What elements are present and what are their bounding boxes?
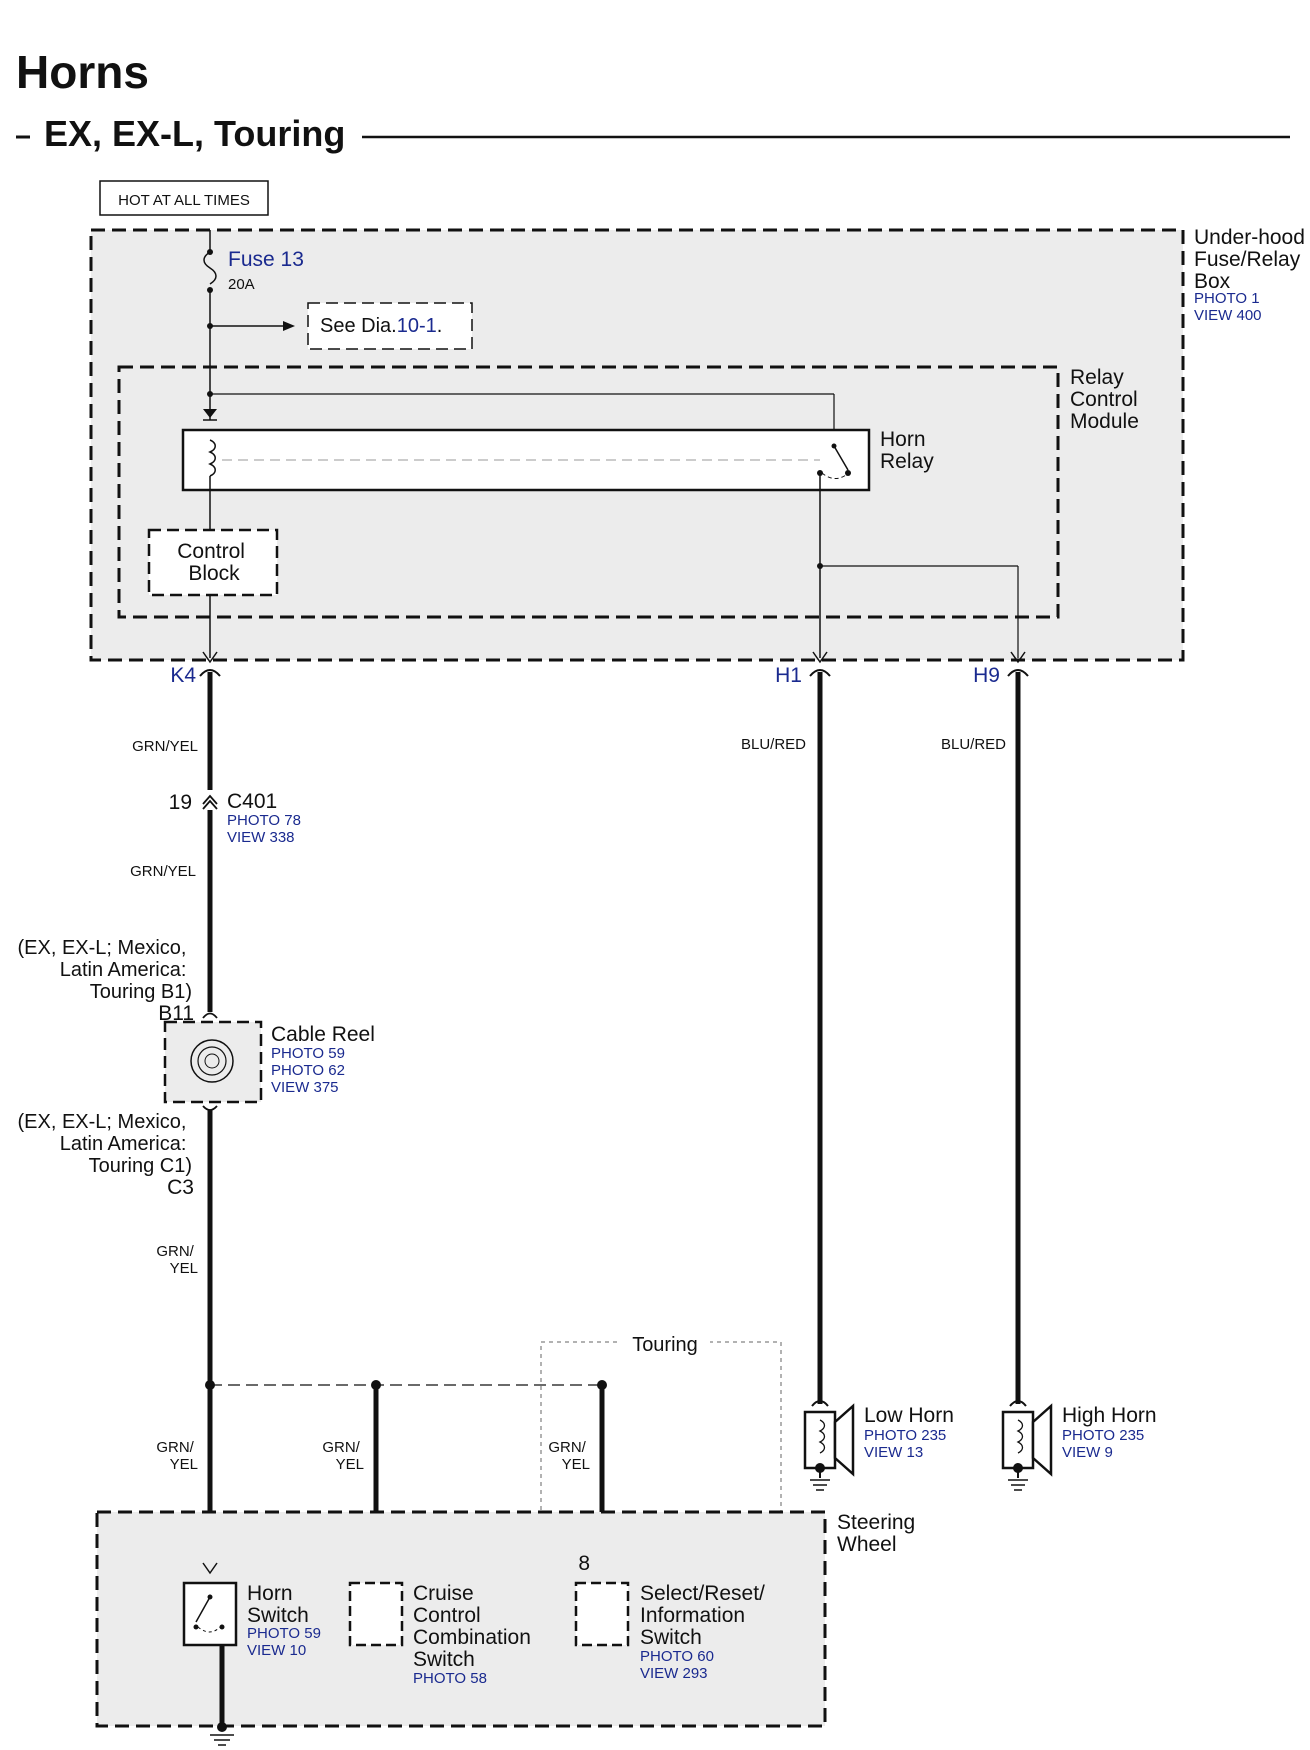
- k4-connector-icon: [199, 669, 221, 677]
- see-dia-text: See Dia.10-1.: [320, 315, 442, 337]
- high-horn-refs: PHOTO 235 VIEW 9: [1062, 1427, 1148, 1461]
- select-switch-label: Select/Reset/ Information Switch: [640, 1582, 771, 1649]
- hot-at-all-times-box: [99, 180, 269, 216]
- fuse-top-node: [207, 249, 213, 255]
- terminal-k4: K4: [170, 664, 196, 687]
- cable-reel-box: [163, 1020, 263, 1104]
- horn-switch-terminal-icon: [202, 1562, 218, 1575]
- terminal-h1: H1: [775, 664, 802, 687]
- cruise-switch-refs: PHOTO 58: [413, 1670, 487, 1687]
- c3-pin: C3: [167, 1176, 194, 1199]
- b11-pin: B11: [158, 1002, 194, 1025]
- cruise-switch-label: Cruise Control Combination Switch: [413, 1582, 537, 1671]
- low-horn-label: Low Horn: [864, 1404, 954, 1427]
- relay-switch-contact: [845, 470, 851, 476]
- high-horn-terminal-icon: [1009, 1400, 1027, 1407]
- touring-label-bg: [620, 1330, 710, 1354]
- ground-icon-horn-switch: [210, 1734, 234, 1746]
- cable-reel-core: [204, 1053, 220, 1069]
- cruise-switch-box: [348, 1581, 404, 1647]
- relay-control-module-label: Relay Control Module: [1070, 366, 1144, 433]
- ground-icon-low-horn: [810, 1479, 830, 1491]
- page-subtitle: EX, EX-L, Touring: [44, 113, 345, 154]
- high-horn-label: High Horn: [1062, 1404, 1157, 1427]
- b11-connector-icon: [202, 1012, 218, 1019]
- h9-terminal-icon: [1010, 651, 1026, 664]
- relay-control-module-box: [117, 365, 1060, 619]
- steering-wheel-label: Steering Wheel: [837, 1511, 921, 1556]
- c3-connector-icon: [202, 1105, 218, 1111]
- cable-reel-inner-ring: [197, 1046, 227, 1076]
- terminal-h9: H9: [973, 664, 1000, 687]
- horn-switch-refs: PHOTO 59 VIEW 10: [247, 1625, 325, 1659]
- high-horn-body: [1001, 1410, 1035, 1470]
- horn-relay-label: Horn Relay: [880, 428, 934, 473]
- b11-note: (EX, EX-L; Mexico, Latin America: Tourin…: [18, 937, 193, 1003]
- fuse-13-rating: 20A: [228, 276, 255, 293]
- low-horn-body: [803, 1410, 837, 1470]
- c3-wire-color: GRN/ YEL: [156, 1243, 198, 1277]
- horn-switch-ground-node: [217, 1722, 227, 1732]
- c401-pin: 19: [169, 791, 192, 814]
- cruise-switch-wire-color: GRN/ YEL: [322, 1439, 364, 1473]
- relay-coil-icon: [208, 439, 216, 477]
- k4-wire-color: GRN/YEL: [132, 738, 198, 755]
- c3-note: (EX, EX-L; Mexico, Latin America: Tourin…: [18, 1111, 193, 1177]
- low-horn-terminal-icon: [811, 1400, 829, 1407]
- h1-terminal-icon: [812, 651, 828, 664]
- touring-label: Touring: [632, 1334, 698, 1356]
- select-switch-box: [574, 1581, 630, 1647]
- page-title: Horns: [16, 46, 149, 98]
- fuse-13-label: Fuse 13: [228, 248, 304, 271]
- c401-refs: PHOTO 78 VIEW 338: [227, 812, 305, 846]
- low-horn-icon: [833, 1403, 855, 1477]
- ground-icon-high-horn: [1008, 1479, 1028, 1491]
- horn-switch-dash: [197, 1626, 221, 1633]
- high-horn-icon: [1031, 1403, 1053, 1477]
- diode-icon: [203, 409, 217, 418]
- cable-reel-label: Cable Reel: [271, 1023, 375, 1046]
- c401-name: C401: [227, 790, 277, 813]
- horn-switch-contact-right: [219, 1624, 225, 1630]
- select-switch-wire-color: GRN/ YEL: [548, 1439, 590, 1473]
- h9-connector-icon: [1007, 669, 1029, 677]
- cable-reel-icon: [190, 1039, 234, 1083]
- horn-switch-wire-color: GRN/ YEL: [156, 1439, 198, 1473]
- see-dia-arrow-icon: [283, 321, 295, 331]
- see-dia-box: [307, 302, 473, 350]
- hot-at-all-times-label: HOT AT ALL TIMES: [118, 192, 250, 209]
- low-horn-coil-icon: [818, 1419, 826, 1454]
- c401-wire-color: GRN/YEL: [130, 863, 196, 880]
- h1-wire-color: BLU/RED: [741, 736, 806, 753]
- k4-terminal-icon: [202, 651, 218, 664]
- control-block-label: Control Block: [177, 540, 251, 585]
- relay-switch-dash: [821, 472, 847, 479]
- fuse-13-symbol: [203, 251, 217, 285]
- c401-connector-icon: [202, 794, 218, 810]
- horn-switch-label: Horn Switch: [247, 1582, 309, 1627]
- control-block-box: [147, 528, 279, 597]
- low-horn-refs: PHOTO 235 VIEW 13: [864, 1427, 950, 1461]
- cable-reel-refs: PHOTO 59 PHOTO 62 VIEW 375: [271, 1045, 349, 1096]
- horn-switch-arm-icon: [195, 1596, 211, 1623]
- underhood-box-label: Under-hood Fuse/Relay Box: [1194, 226, 1310, 293]
- select-switch-pin: 8: [578, 1552, 590, 1575]
- select-switch-refs: PHOTO 60 VIEW 293: [640, 1648, 718, 1682]
- relay-switch-arm: [833, 445, 849, 471]
- h1-connector-icon: [809, 669, 831, 677]
- h9-wire-color: BLU/RED: [941, 736, 1006, 753]
- underhood-box-refs: PHOTO 1 VIEW 400: [1194, 290, 1264, 324]
- high-horn-coil-icon: [1016, 1419, 1024, 1454]
- horn-switch-box: [182, 1581, 238, 1647]
- horn-switch-contact-left: [193, 1624, 199, 1630]
